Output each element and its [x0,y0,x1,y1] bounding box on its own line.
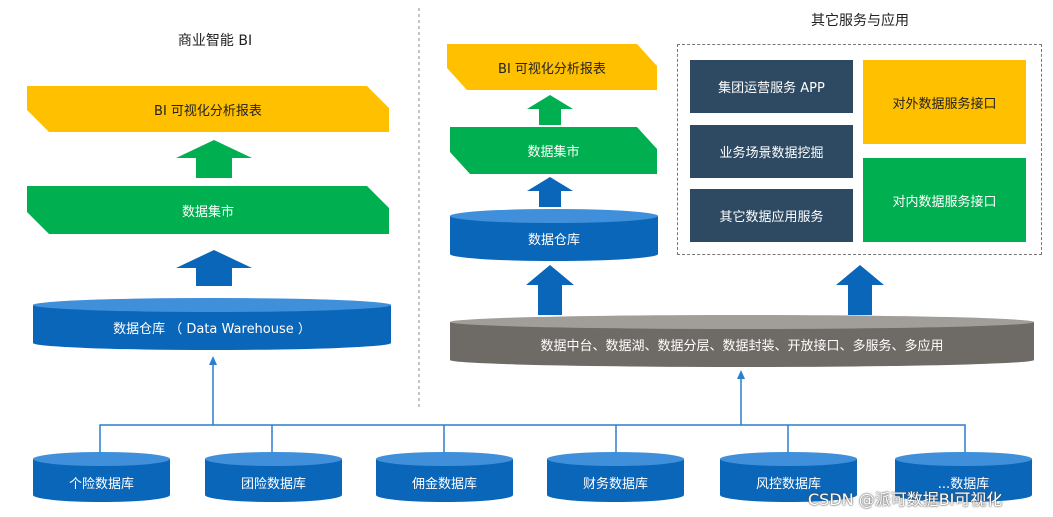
left-warehouse-cylinder: 数据仓库 （ Data Warehouse ） [33,298,391,350]
internal-api-box: 对内数据服务接口 [863,158,1026,242]
watermark: CSDN @派可数据BI可视化 [808,490,1003,509]
service-box: 业务场景数据挖掘 [690,125,853,178]
right-mart-banner: 数据集市 [450,127,657,174]
source-database: 个险数据库 [33,452,170,502]
left-mart-label: 数据集市 [181,204,234,220]
right-report-banner: BI 可视化分析报表 [447,44,657,90]
left-title: 商业智能 BI [177,33,253,49]
source-database: 风控数据库 [720,452,857,502]
service-box: 集团运营服务 APP [690,60,853,113]
source-database: 佣金数据库 [376,452,513,502]
source-database: 财务数据库 [547,452,684,502]
left-mart-banner: 数据集市 [27,186,389,234]
external-api-box: 对外数据服务接口 [863,60,1026,144]
services-container [677,44,1042,255]
data-platform-cylinder: 数据中台、数据湖、数据分层、数据封装、开放接口、多服务、多应用 [450,315,1034,367]
right-report-label: BI 可视化分析报表 [498,61,606,77]
up-arrow-icon [836,265,884,315]
data-platform-label: 数据中台、数据湖、数据分层、数据封装、开放接口、多服务、多应用 [540,339,944,354]
service-box: 其它数据应用服务 [690,189,853,242]
left-warehouse-label: 数据仓库 （ Data Warehouse ） [113,322,311,337]
up-arrow-icon [176,140,252,178]
left-report-label: BI 可视化分析报表 [154,103,262,119]
source-bus-line [99,424,966,452]
right-mart-label: 数据集市 [527,145,580,160]
up-arrow-icon [526,265,574,315]
right-warehouse-cylinder: 数据仓库 [450,209,658,261]
up-arrow-icon [527,95,573,125]
up-arrow-icon [176,250,252,286]
source-database: ...数据库 [895,452,1032,502]
right-warehouse-label: 数据仓库 [527,233,580,248]
source-database: 团险数据库 [205,452,342,502]
right-title: 其它服务与应用 [811,13,909,29]
up-arrow-icon [527,177,573,207]
left-report-banner: BI 可视化分析报表 [27,86,389,132]
